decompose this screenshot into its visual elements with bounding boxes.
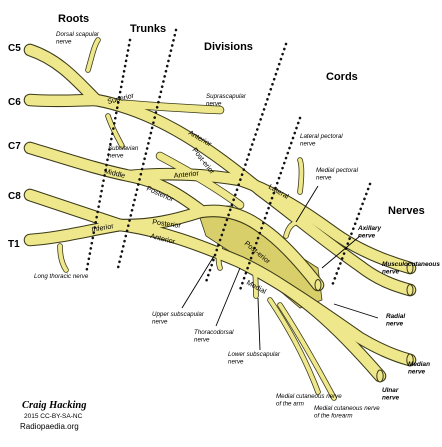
- axillary-nerve-end: [406, 284, 414, 296]
- root-label-c7: C7: [8, 141, 21, 152]
- label-line: nerve: [358, 232, 375, 239]
- credit-author: Craig Hacking: [22, 400, 86, 411]
- cords-nerves-boundary: [330, 182, 372, 288]
- label-line: nerve: [152, 318, 168, 325]
- label-line: nerve: [206, 100, 222, 107]
- radial-pointer: [333, 303, 379, 319]
- trunks-divisions-boundary: [116, 28, 178, 270]
- radial-nerve-end: [314, 279, 322, 291]
- divisions-cords-boundary-left: [204, 42, 288, 284]
- label-line: of the arm: [276, 400, 304, 407]
- lower-subscapular-pointer: [257, 297, 261, 351]
- upper-subscapular-pointer: [181, 255, 215, 309]
- median-nerve-end: [406, 353, 414, 367]
- label-line: Radial: [386, 313, 405, 320]
- label-line: nerve: [386, 320, 403, 327]
- root-label-c8: C8: [8, 191, 21, 202]
- label-line: Medial cutaneous nerve: [276, 393, 342, 400]
- section-header-trunks: Trunks: [130, 23, 166, 35]
- root-label-c6: C6: [8, 97, 21, 108]
- label-line: nerve: [56, 38, 72, 45]
- label-line: nerve: [408, 368, 425, 375]
- label-line: of the forearm: [314, 412, 353, 419]
- label-line: Lateral pectoral: [300, 133, 343, 140]
- label-line: Musculocutaneous: [382, 261, 440, 268]
- label-line: Thoracodorsal: [194, 329, 234, 336]
- label-line: nerve: [316, 174, 332, 181]
- section-header-nerves: Nerves: [388, 205, 425, 217]
- label-line: nerve: [382, 268, 399, 275]
- label-line: Lower subscapular: [228, 351, 281, 358]
- label-line: Median: [408, 361, 430, 368]
- label-line: Dorsal scapular: [56, 31, 100, 38]
- section-header-cords: Cords: [326, 71, 358, 83]
- long-thoracic-label: Long thoracic nerve: [34, 273, 89, 280]
- label-pointers: [181, 185, 379, 351]
- axillary-pointer: [321, 235, 361, 269]
- section-boundaries: [84, 28, 372, 292]
- section-header-roots: Roots: [58, 13, 89, 25]
- label-line: Subclavian: [108, 145, 139, 152]
- label-line: Suprascapular: [206, 93, 247, 100]
- label-line: Medial cutaneous nerve: [314, 405, 380, 412]
- division-label-anterior-middle: Anterior: [173, 168, 200, 180]
- credit-license: 2015 CC-BY-SA-NC: [24, 413, 83, 420]
- label-line: nerve: [300, 140, 316, 147]
- section-header-divisions: Divisions: [204, 41, 253, 53]
- medial-pectoral-pointer: [295, 185, 319, 223]
- label-line: nerve: [194, 336, 210, 343]
- label-line: Axillary: [357, 225, 382, 232]
- trunk-label-inferior: Inferior: [91, 221, 115, 234]
- root-label-t1: T1: [8, 239, 20, 250]
- label-line: Upper subscapular: [152, 311, 205, 318]
- label-line: Ulnar: [382, 387, 399, 394]
- thoracodorsal-pointer: [215, 267, 241, 327]
- label-line: Medial pectoral: [316, 167, 359, 174]
- label-line: nerve: [228, 358, 244, 365]
- divisions-cords-boundary-right: [238, 116, 302, 292]
- division-label-posterior-inferior: Posterior: [152, 217, 182, 230]
- credit-site: Radiopaedia.org: [20, 422, 79, 431]
- musculocutaneous-nerve-end: [406, 262, 414, 274]
- nerve-network: [23, 37, 417, 401]
- ulnar-nerve-end: [376, 369, 384, 383]
- label-line: nerve: [108, 152, 124, 159]
- root-label-c5: C5: [8, 43, 21, 54]
- label-line: Long thoracic nerve: [34, 273, 89, 280]
- label-line: nerve: [382, 394, 399, 401]
